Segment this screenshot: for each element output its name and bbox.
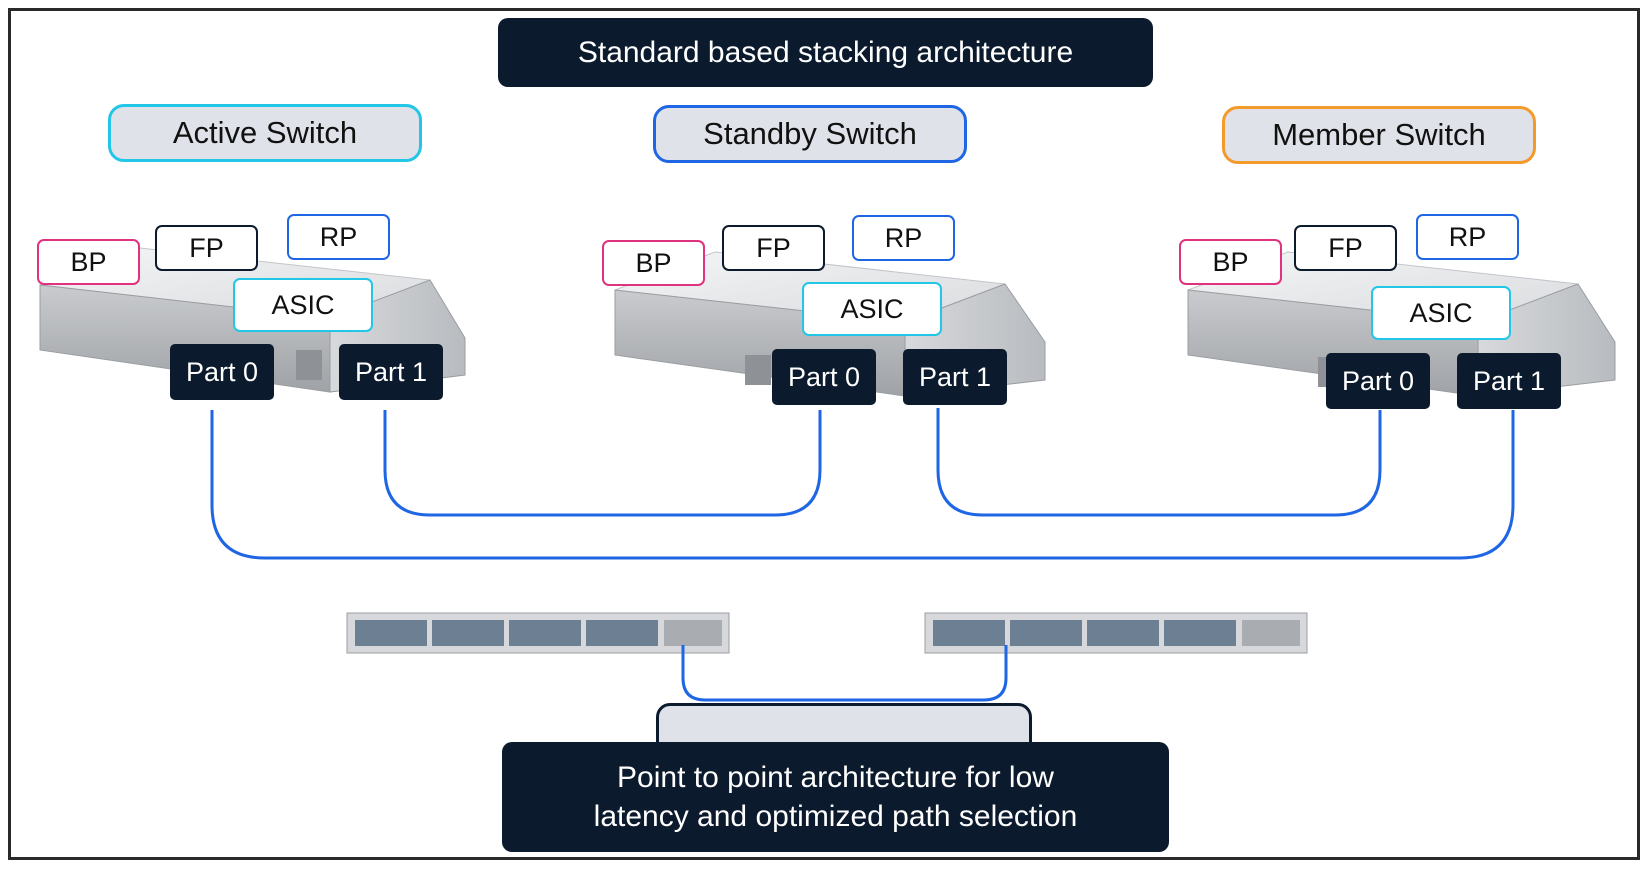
member-port1: Part 1 <box>1457 353 1561 409</box>
active-fp-tag: FP <box>155 225 258 271</box>
standby-rp-tag: RP <box>852 215 955 261</box>
member-port0: Part 0 <box>1326 353 1430 409</box>
stack-links <box>210 408 1515 560</box>
link-front-panel <box>681 645 1008 702</box>
active-port1: Part 1 <box>339 344 443 400</box>
member-fp-tag: FP <box>1294 225 1397 271</box>
diagram-frame <box>8 8 1640 860</box>
footer-callout: Point to point architecture for low late… <box>502 742 1169 852</box>
active-bp-tag: BP <box>37 239 140 285</box>
member-asic-tag: ASIC <box>1371 286 1511 340</box>
member-rp-tag: RP <box>1416 214 1519 260</box>
footer-line-1: Point to point architecture for low <box>617 761 1054 794</box>
standby-asic-tag: ASIC <box>802 282 942 336</box>
member-bp-tag: BP <box>1179 239 1282 285</box>
active-rp-tag: RP <box>287 214 390 260</box>
role-active-switch: Active Switch <box>108 104 422 162</box>
front-panel-switch-right <box>924 612 1308 654</box>
footer-line-2: latency and optimized path selection <box>593 800 1078 833</box>
front-panel-switch-left <box>346 612 730 654</box>
active-port0: Part 0 <box>170 344 274 400</box>
diagram-title: Standard based stacking architecture <box>498 18 1153 87</box>
standby-fp-tag: FP <box>722 225 825 271</box>
standby-port1: Part 1 <box>903 349 1007 405</box>
role-member-switch: Member Switch <box>1222 106 1536 164</box>
link-active-p1-to-standby-p0 <box>383 410 822 517</box>
active-asic-tag: ASIC <box>233 278 373 332</box>
standby-bp-tag: BP <box>602 240 705 286</box>
standby-port0: Part 0 <box>772 349 876 405</box>
role-standby-switch: Standby Switch <box>653 105 967 163</box>
link-standby-p1-to-member-p0 <box>936 408 1382 517</box>
link-active-p0-to-member-p1 <box>210 410 1515 560</box>
